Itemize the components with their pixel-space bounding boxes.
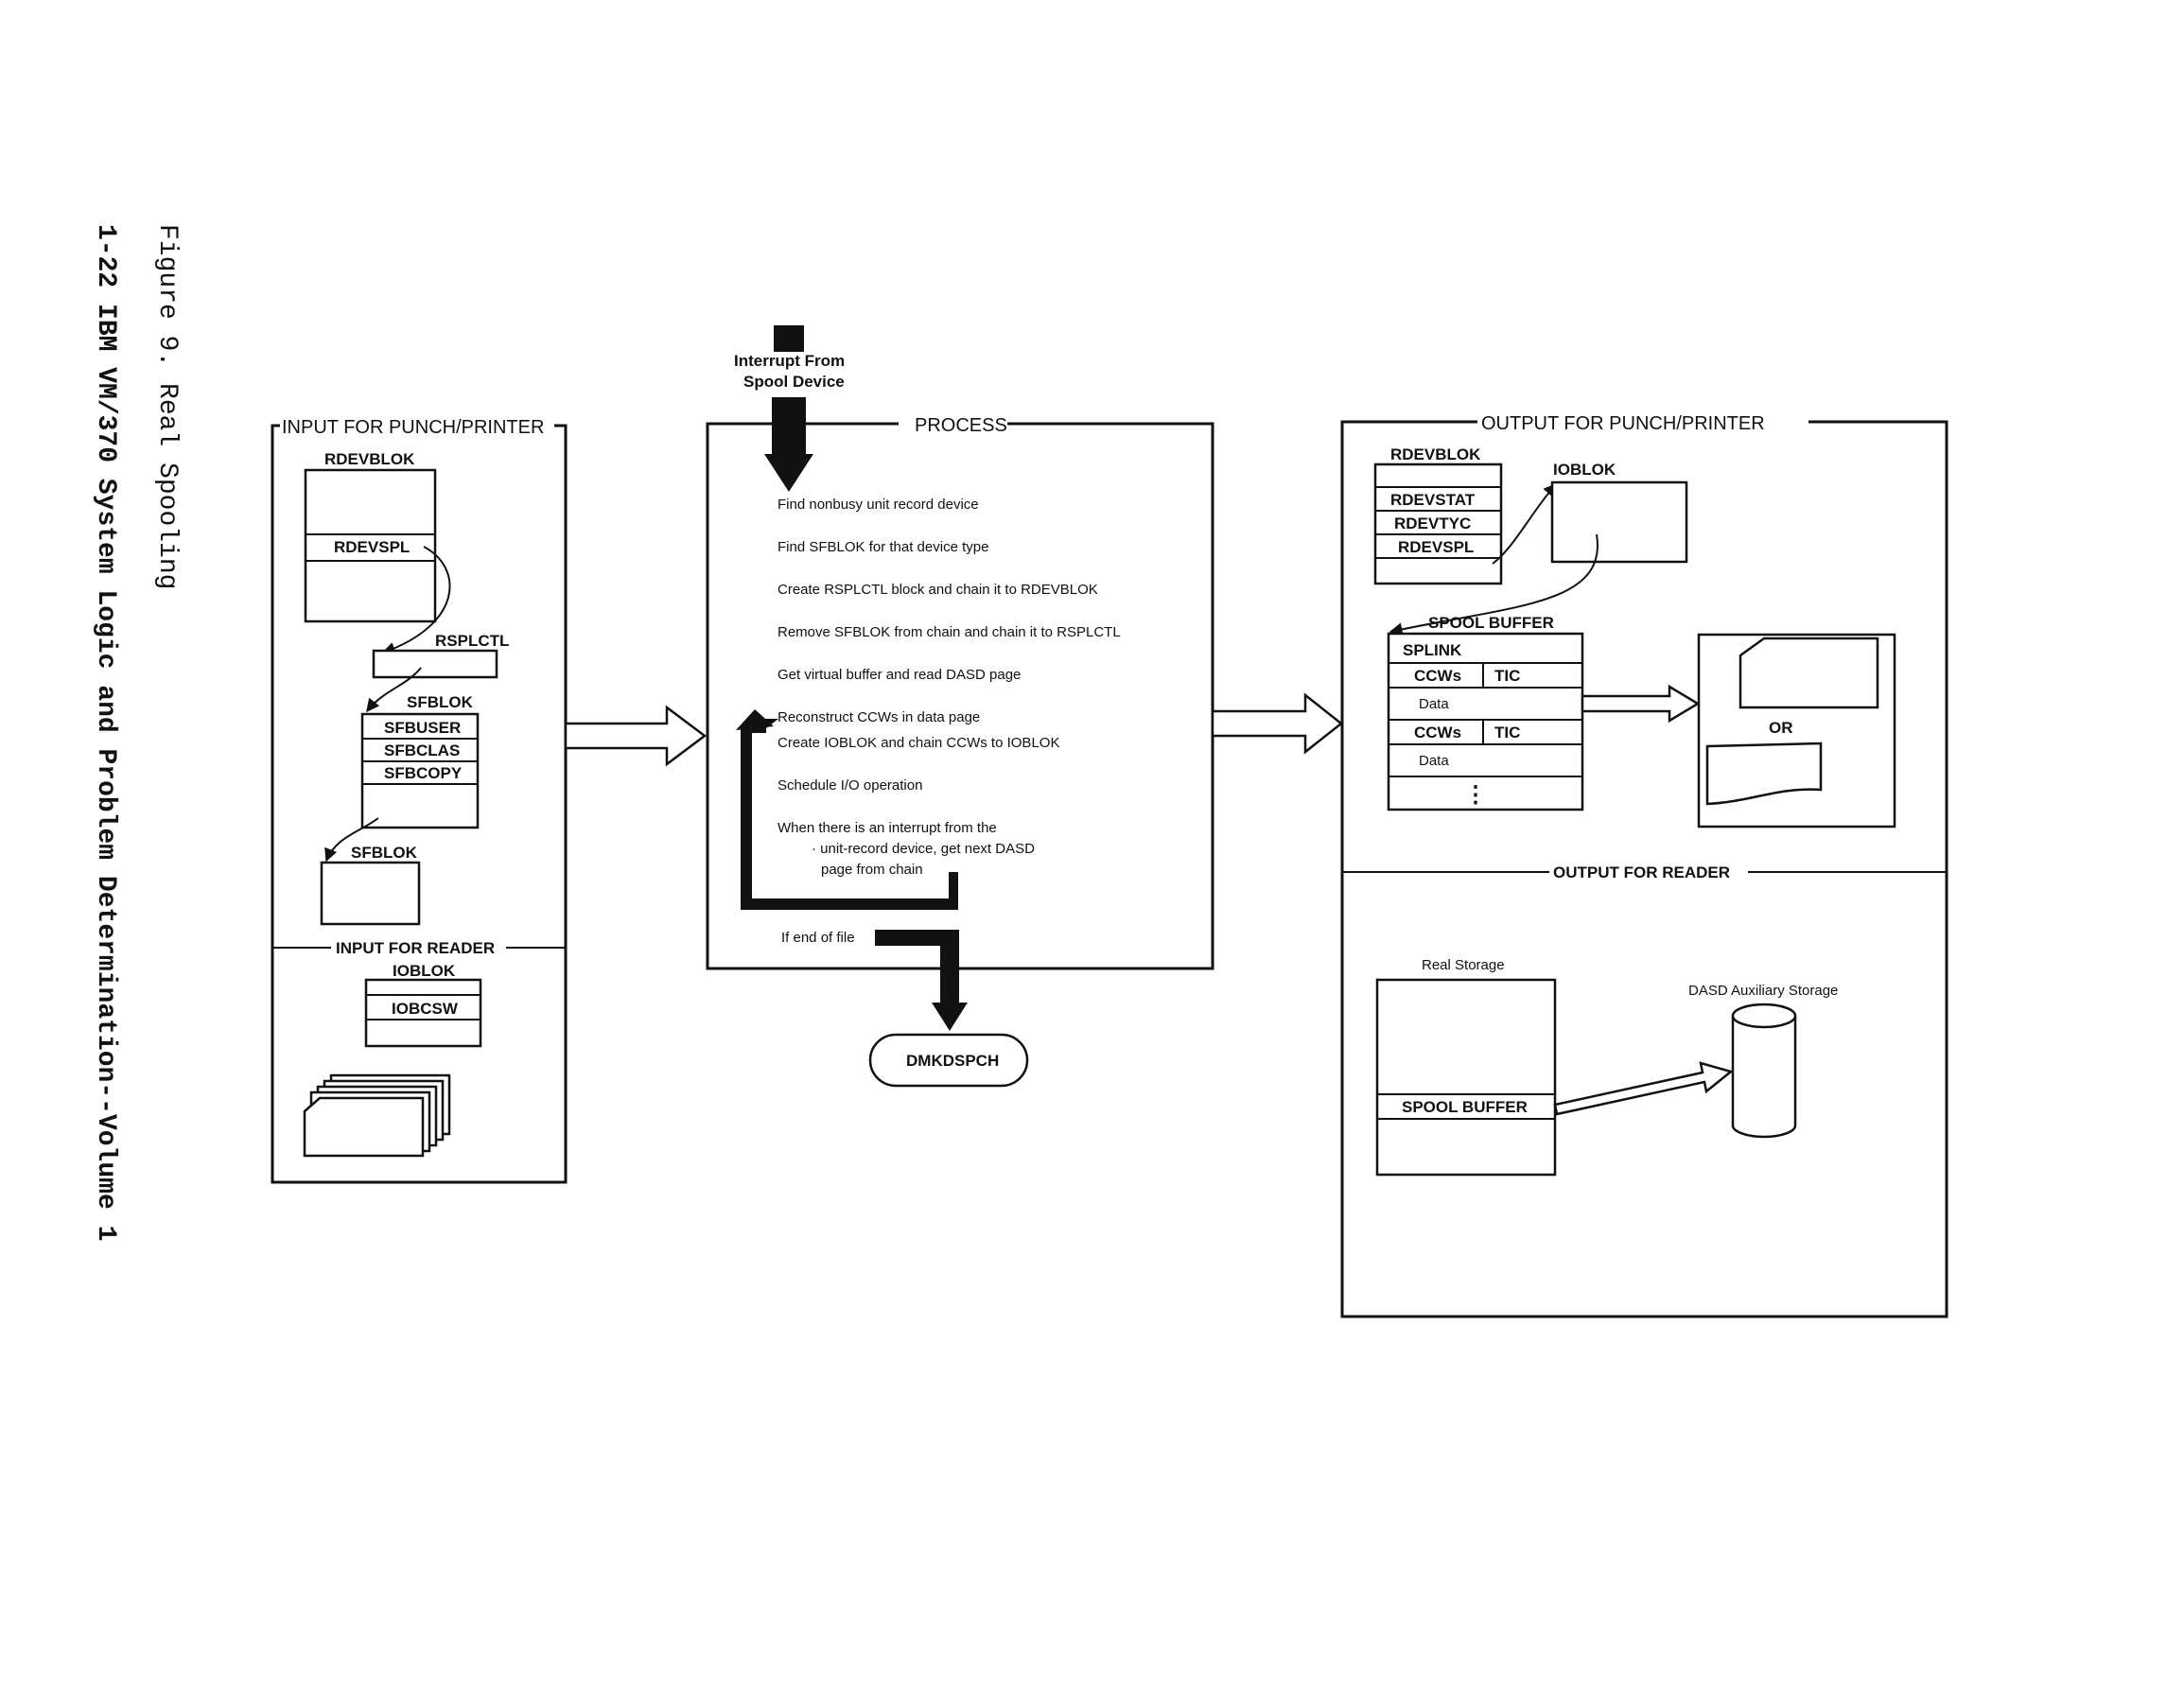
rdevspl-field: RDEVSPL — [334, 538, 410, 556]
step-8: Schedule I/O operation — [778, 777, 922, 794]
dasd-cylinder-icon — [1731, 1003, 1797, 1139]
spool-buffer-label: SPOOL BUFFER — [1428, 614, 1554, 632]
out-ioblok-label: IOBLOK — [1553, 461, 1616, 479]
step-10: · unit-record device, get next DASD — [812, 841, 1035, 857]
rdevtyc-field: RDEVTYC — [1394, 515, 1471, 532]
out-rdevspl-field: RDEVSPL — [1398, 538, 1474, 556]
step-9: When there is an interrupt from the — [778, 820, 997, 836]
printer-output-icon — [1705, 741, 1823, 806]
rsplctl-label: RSPLCTL — [435, 632, 509, 650]
rdevblok-label: RDEVBLOK — [324, 450, 415, 468]
sfblok-block — [360, 712, 480, 829]
step-5: Get virtual buffer and read DASD page — [778, 667, 1021, 683]
tic-field-2: TIC — [1494, 724, 1520, 741]
data-field-1: Data — [1419, 696, 1449, 712]
splink-field: SPLINK — [1403, 641, 1462, 659]
step-2: Find SFBLOK for that device type — [778, 539, 988, 555]
reader-spool-buffer-field: SPOOL BUFFER — [1402, 1098, 1528, 1116]
step-11: page from chain — [821, 862, 923, 878]
interrupt-arrow — [764, 397, 813, 492]
dasd-label: DASD Auxiliary Storage — [1688, 983, 1838, 999]
rdevblok-block — [304, 468, 437, 623]
rsplctl-block — [372, 649, 498, 679]
step-4: Remove SFBLOK from chain and chain it to… — [778, 624, 1121, 640]
step-6: Reconstruct CCWs in data page — [778, 709, 980, 725]
page-caption: Figure 9. Real Spooling — [152, 224, 182, 589]
out-rdevblok-block — [1373, 462, 1503, 585]
flow-arrow-to-dasd — [1553, 1061, 1734, 1116]
step-1: Find nonbusy unit record device — [778, 497, 979, 513]
step-7: Create IOBLOK and chain CCWs to IOBLOK — [778, 735, 1059, 751]
step-12: If end of file — [781, 930, 855, 946]
or-label: OR — [1769, 719, 1793, 737]
flow-arrow-input-process — [564, 705, 708, 767]
interrupt-label-2: Spool Device — [743, 373, 845, 391]
output-punch-title: OUTPUT FOR PUNCH/PRINTER — [1481, 413, 1765, 434]
more-records: ⋮ — [1464, 782, 1487, 808]
input-punch-panel: INPUT FOR PUNCH/PRINTER RDEVBLOK RDEVSPL… — [271, 414, 568, 1184]
process-panel: PROCESS Interrupt From Spool Device Find… — [706, 325, 1214, 1031]
rdevstat-field: RDEVSTAT — [1390, 491, 1476, 509]
dmkdspch-label: DMKDSPCH — [906, 1052, 999, 1070]
flow-arrow-to-device — [1581, 684, 1701, 724]
dmkdspch-terminal — [868, 1033, 1029, 1088]
flow-arrow-process-output — [1211, 692, 1344, 755]
process-title: PROCESS — [915, 415, 1007, 436]
data-field-2: Data — [1419, 753, 1449, 769]
real-storage-label: Real Storage — [1422, 957, 1505, 973]
out-rdevblok-label: RDEVBLOK — [1390, 445, 1481, 463]
step-3: Create RSPLCTL block and chain it to RDE… — [778, 582, 1098, 598]
input-punch-title: INPUT FOR PUNCH/PRINTER — [282, 417, 544, 438]
figure-caption: Figure 9. Real Spooling — [152, 224, 182, 589]
sfblok-label: SFBLOK — [407, 693, 474, 711]
sfbcopy-field: SFBCOPY — [384, 764, 463, 782]
running-footer: 1-22 IBM VM/370 System Logic and Problem… — [91, 224, 120, 1241]
input-reader-title: INPUT FOR READER — [336, 939, 495, 957]
tic-field-1: TIC — [1494, 667, 1520, 685]
interrupt-source-block — [774, 325, 804, 352]
ioblok-label: IOBLOK — [393, 962, 456, 980]
sfblok2-label: SFBLOK — [351, 844, 418, 862]
card-deck-icon — [303, 1073, 451, 1158]
end-of-file-arrow — [875, 930, 968, 1031]
ccws-field-1: CCWs — [1414, 667, 1461, 685]
ccws-field-2: CCWs — [1414, 724, 1461, 741]
output-punch-panel: OUTPUT FOR PUNCH/PRINTER RDEVBLOK RDEVST… — [1340, 410, 1948, 1318]
output-reader-title: OUTPUT FOR READER — [1553, 863, 1730, 881]
ioblok-block — [364, 978, 482, 1048]
out-ioblok-block — [1550, 480, 1688, 564]
sfbuser-field: SFBUSER — [384, 719, 461, 737]
sfblok2-block — [320, 861, 421, 926]
page-footer: 1-22 IBM VM/370 System Logic and Problem… — [91, 224, 120, 1241]
chain-arrow — [381, 546, 451, 655]
punch-card-icon — [1738, 637, 1879, 709]
interrupt-label-1: Interrupt From — [734, 352, 845, 370]
iobcsw-field: IOBCSW — [392, 1000, 459, 1018]
sfbclas-field: SFBCLAS — [384, 741, 460, 759]
real-storage-block — [1375, 978, 1557, 1177]
